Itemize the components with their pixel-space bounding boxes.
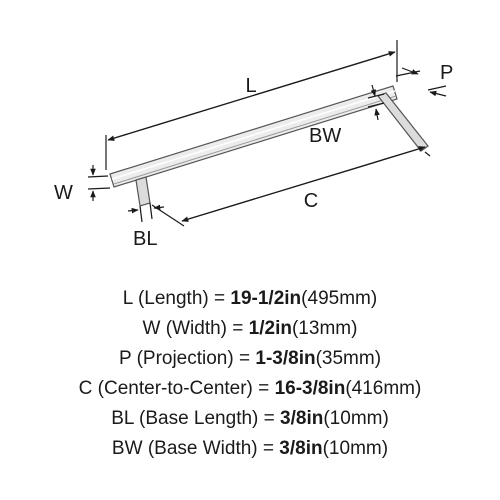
dimension-l: L bbox=[105, 40, 398, 170]
spec-label: BW bbox=[111, 438, 143, 459]
spec-equals: = bbox=[214, 288, 226, 309]
spec-equals: = bbox=[239, 348, 251, 369]
spec-metric: (10mm) bbox=[323, 408, 389, 429]
spec-row-projection: P (Projection) = 1-3/8in(35mm) bbox=[0, 344, 500, 374]
spec-value: 3/8in bbox=[279, 438, 323, 459]
spec-description: (Length) bbox=[137, 288, 209, 309]
spec-row-width: W (Width) = 1/2in(13mm) bbox=[0, 314, 500, 344]
bar-pull-dimension-diagram: L P BW W C BL bbox=[54, 40, 453, 250]
spec-description: (Projection) bbox=[136, 348, 234, 369]
spec-metric: (10mm) bbox=[322, 438, 389, 459]
spec-description: (Width) bbox=[165, 318, 227, 339]
spec-label: P bbox=[118, 348, 132, 369]
handle-bar bbox=[109, 85, 398, 188]
spec-metric: (495mm) bbox=[301, 288, 378, 309]
spec-metric: (35mm) bbox=[315, 348, 382, 369]
spec-row-center-to-center: C (Center-to-Center) = 16-3/8in(416mm) bbox=[0, 374, 500, 404]
spec-description: (Center-to-Center) bbox=[97, 378, 253, 399]
spec-metric: (416mm) bbox=[345, 378, 422, 399]
dimension-p: P bbox=[395, 62, 453, 97]
spec-row-length: L (Length) = 19-1/2in(495mm) bbox=[0, 284, 500, 314]
label-w: W bbox=[54, 182, 73, 204]
label-bw: BW bbox=[309, 125, 341, 147]
spec-row-base-width: BW (Base Width) = 3/8in(10mm) bbox=[0, 434, 500, 464]
spec-equals: = bbox=[232, 318, 244, 339]
spec-description: (Base Length) bbox=[139, 408, 259, 429]
spec-value: 1/2in bbox=[248, 318, 292, 339]
spec-value: 19-1/2in bbox=[230, 288, 302, 309]
left-post bbox=[135, 176, 151, 207]
label-c: C bbox=[304, 190, 318, 212]
spec-description: (Base Width) bbox=[147, 438, 258, 459]
specifications-list: L (Length) = 19-1/2in(495mm) W (Width) =… bbox=[0, 284, 500, 464]
spec-label: C bbox=[78, 378, 93, 399]
label-bl: BL bbox=[133, 228, 157, 250]
spec-label: W bbox=[142, 318, 161, 339]
label-l: L bbox=[245, 75, 256, 97]
spec-equals: = bbox=[258, 378, 270, 399]
spec-label: BL bbox=[111, 408, 134, 429]
spec-equals: = bbox=[263, 408, 275, 429]
dimension-w: W bbox=[54, 165, 111, 204]
spec-metric: (13mm) bbox=[291, 318, 358, 339]
spec-row-base-length: BL (Base Length) = 3/8in(10mm) bbox=[0, 404, 500, 434]
spec-equals: = bbox=[262, 438, 275, 459]
spec-value: 16-3/8in bbox=[274, 378, 346, 399]
dimension-bl: BL bbox=[127, 202, 165, 250]
right-post bbox=[377, 92, 429, 152]
spec-value: 1-3/8in bbox=[255, 348, 316, 369]
spec-value: 3/8in bbox=[280, 408, 324, 429]
dimension-bw: BW bbox=[309, 84, 385, 147]
spec-label: L bbox=[122, 288, 133, 309]
label-p: P bbox=[440, 62, 453, 84]
